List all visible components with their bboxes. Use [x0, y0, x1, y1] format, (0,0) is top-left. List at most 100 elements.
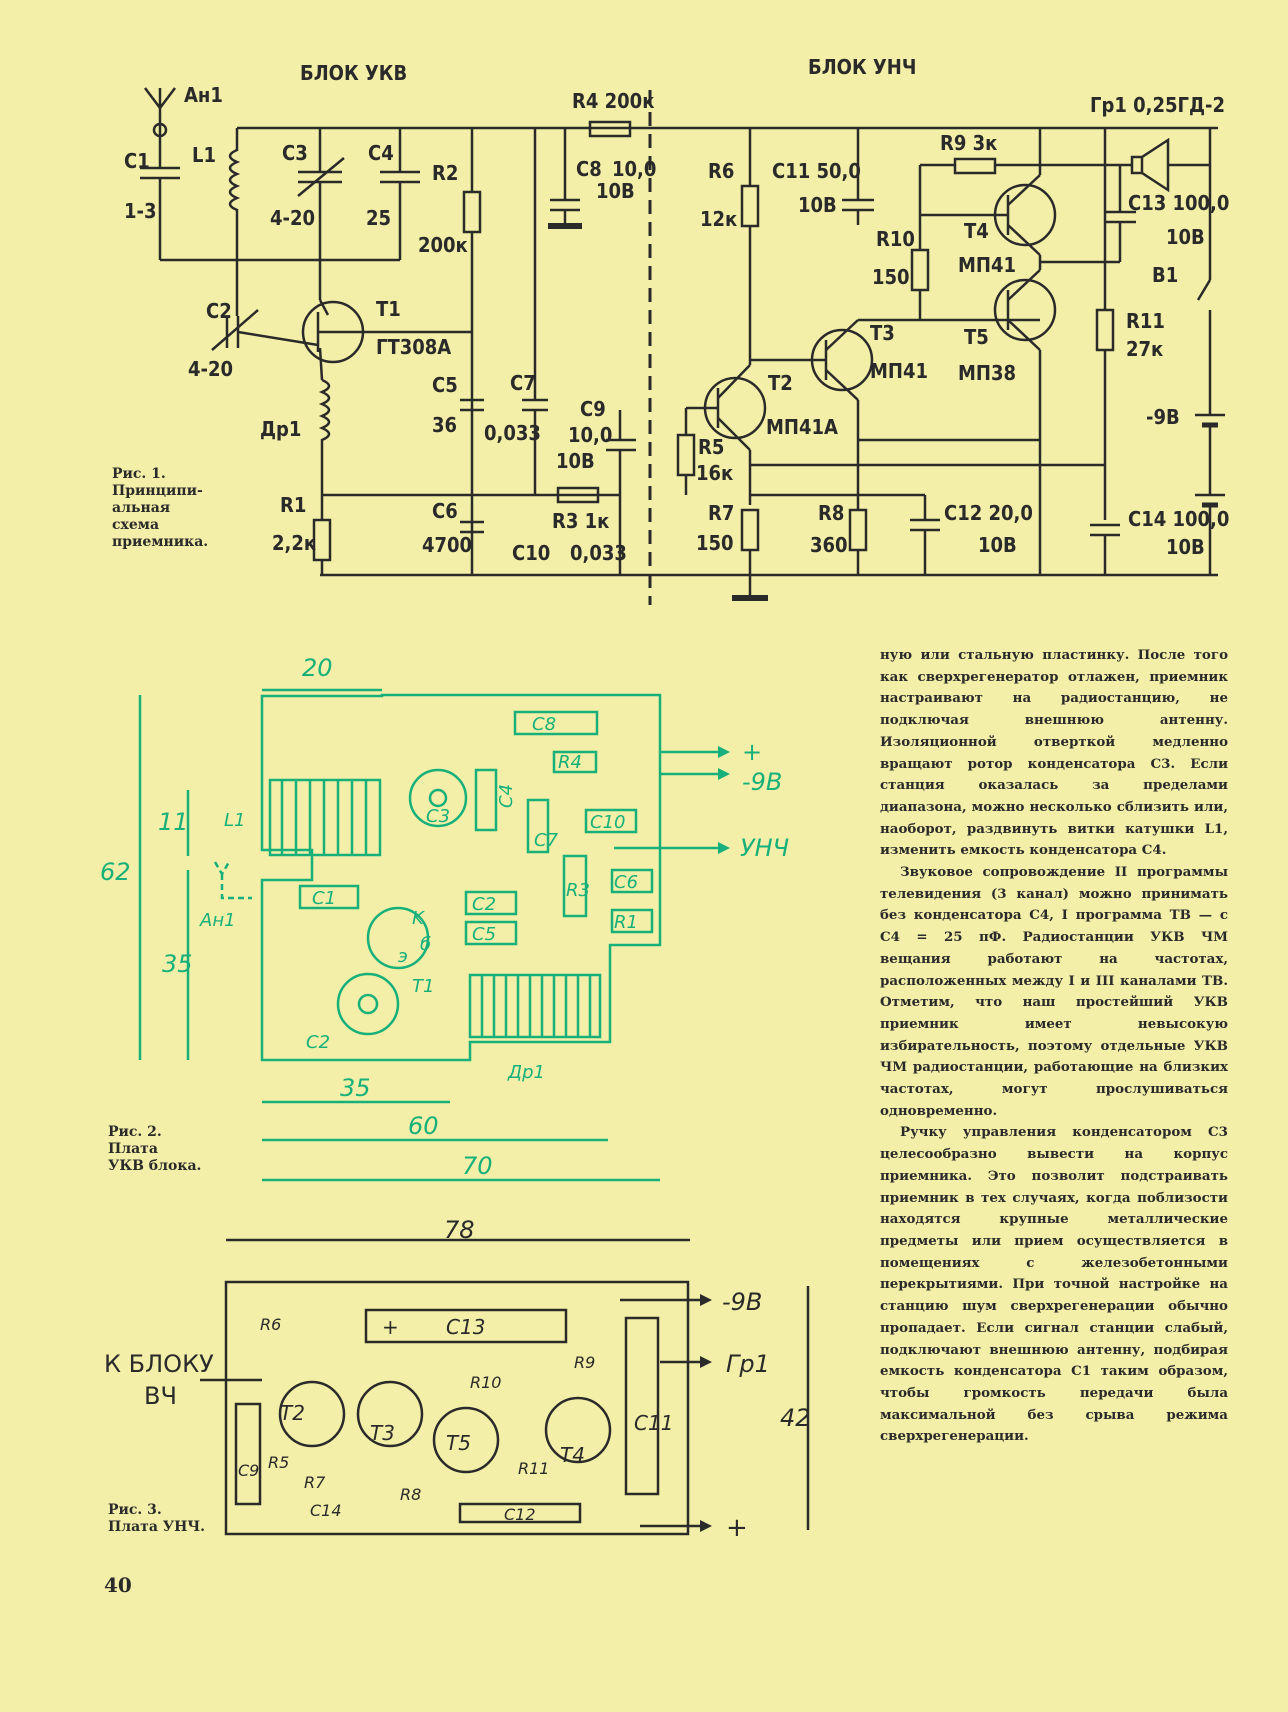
- label-r5v: 16к: [696, 461, 733, 485]
- article-paragraph-1: ную или стальную пластинку. После того к…: [880, 647, 1228, 859]
- unch-plus-c13: +: [382, 1315, 399, 1339]
- unch-label-c13: C13: [446, 1315, 485, 1339]
- fig1-caption: Рис. 1. Принципи- альная схема приемника…: [112, 466, 208, 551]
- label-t3: T3: [870, 321, 895, 345]
- ukv-label-dr1: Др1: [507, 1062, 545, 1083]
- label-c12: C12 20,0: [944, 501, 1033, 525]
- fig1-caption-line2: Принципи-: [112, 483, 203, 499]
- label-t2: T2: [768, 371, 793, 395]
- label-l1: L1: [192, 143, 216, 167]
- board-unch: 78 42 + C13 C11 C9 T2 T3 T5 T4 R6 R10 R9…: [104, 1216, 811, 1543]
- label-r3: R3 1к: [552, 509, 609, 533]
- ukv-out-plus: +: [742, 738, 762, 766]
- ukv-label-k: K: [412, 908, 425, 929]
- label-c2: C2: [206, 299, 232, 323]
- label-r9: R9 3к: [940, 131, 997, 155]
- label-c7v: 0,033: [484, 421, 541, 445]
- ukv-out-unch: УНЧ: [740, 834, 789, 862]
- unch-vch: ВЧ: [144, 1382, 177, 1410]
- ukv-label-c6: C6: [614, 872, 638, 893]
- unch-plus: +: [726, 1513, 748, 1543]
- label-c14u: 10В: [1166, 535, 1205, 559]
- unch-label-t4: T4: [560, 1443, 585, 1467]
- label-c2v: 4-20: [188, 357, 233, 381]
- label-c8u: 10В: [596, 179, 635, 203]
- fig1-caption-line3: альная: [112, 500, 171, 516]
- ukv-label-c5: C5: [472, 924, 496, 945]
- fig3-caption-line1: Рис. 3.: [108, 1502, 162, 1518]
- label-c5: C5: [432, 373, 458, 397]
- label-c5v: 36: [432, 413, 457, 437]
- ukv-label-c3: C3: [426, 806, 450, 827]
- label-t5: T5: [964, 325, 989, 349]
- dim-70: 70: [462, 1152, 493, 1180]
- label-c10: C10: [512, 541, 550, 565]
- block-ukv-title: БЛОК УКВ: [300, 61, 407, 85]
- unch-label-c12: C12: [504, 1505, 536, 1524]
- schematic: БЛОК УКВ БЛОК УНЧ Ан1 C1 1-3 L1 C3 4-20: [124, 55, 1229, 605]
- ukv-label-c4: C4: [496, 784, 517, 808]
- article-paragraph-3: Ручку управления конденсатором C3 целесо…: [880, 1124, 1228, 1445]
- fig2-caption: Рис. 2. Плата УКВ блока.: [108, 1124, 201, 1175]
- label-r6: R6: [708, 159, 734, 183]
- dim-35v: 35: [162, 950, 193, 978]
- label-c1: C1: [124, 149, 150, 173]
- label-c8v: 10,0: [612, 157, 656, 181]
- dim-11: 11: [158, 808, 189, 836]
- fig1-caption-line4: схема: [112, 517, 160, 533]
- ukv-label-c8: C8: [532, 714, 556, 735]
- speaker-icon: [1130, 137, 1170, 193]
- label-c8: C8: [576, 157, 602, 181]
- label-c14: C14 100,0: [1128, 507, 1229, 531]
- unch-label-r10: R10: [470, 1373, 501, 1392]
- label-r7v: 150: [696, 531, 734, 555]
- label-t2v: МП41А: [766, 415, 838, 439]
- label-c9u: 10В: [556, 449, 595, 473]
- label-r11: R11: [1126, 309, 1165, 333]
- label-c9: C9: [580, 397, 606, 421]
- label-c6v: 4700: [422, 533, 472, 557]
- fig2-caption-line2: Плата: [108, 1141, 158, 1157]
- unch-label-r11: R11: [518, 1459, 549, 1478]
- antenna-icon: [144, 87, 176, 138]
- label-c11u: 10В: [798, 193, 837, 217]
- unch-label-c11: C11: [634, 1411, 673, 1435]
- ukv-label-c1: C1: [312, 888, 336, 909]
- label-c6: C6: [432, 499, 458, 523]
- unch-label-t5: T5: [446, 1431, 471, 1455]
- unch-k-bloku: К БЛОКУ: [104, 1350, 214, 1378]
- label-c4: C4: [368, 141, 394, 165]
- unch-label-c9: C9: [238, 1461, 259, 1480]
- unch-label-r7: R7: [304, 1473, 326, 1492]
- label-t1: T1: [376, 297, 401, 321]
- label-c3: C3: [282, 141, 308, 165]
- dim-62: 62: [100, 858, 131, 886]
- ukv-label-c7: C7: [534, 830, 559, 851]
- label-r1v: 2,2к: [272, 531, 316, 555]
- ukv-label-t1: T1: [412, 976, 434, 997]
- label-an1: Ан1: [184, 83, 223, 107]
- fig1-caption-line5: приемника.: [112, 534, 209, 550]
- label-gr1: Гр1 0,25ГД-2: [1090, 93, 1225, 117]
- unch-minus9: -9В: [722, 1288, 762, 1316]
- label-dr1: Др1: [260, 417, 301, 441]
- ukv-label-r3: R3: [566, 880, 590, 901]
- label-r10: R10: [876, 227, 915, 251]
- label-r7: R7: [708, 501, 734, 525]
- ukv-label-an1: Ан1: [199, 910, 236, 931]
- label-r1: R1: [280, 493, 306, 517]
- block-unch-title: БЛОК УНЧ: [808, 55, 916, 79]
- label-r2: R2: [432, 161, 458, 185]
- fig2-caption-line1: Рис. 2.: [108, 1124, 162, 1140]
- unch-label-t2: T2: [280, 1401, 305, 1425]
- label-c4v: 25: [366, 206, 391, 230]
- unch-label-r9: R9: [574, 1353, 595, 1372]
- transistor-t5-icon: [993, 278, 1057, 342]
- fig1-caption-line1: Рис. 1.: [112, 466, 166, 482]
- fig2-caption-line3: УКВ блока.: [108, 1158, 202, 1174]
- label-c13: C13 100,0: [1128, 191, 1229, 215]
- ukv-label-c10: C10: [590, 812, 625, 833]
- board-ukv: 20 62 11 35 35 60 70 L1 C3 C2 K б э T1 Д…: [100, 654, 789, 1182]
- ukv-label-b: б: [420, 934, 431, 955]
- ukv-label-r4: R4: [558, 752, 582, 773]
